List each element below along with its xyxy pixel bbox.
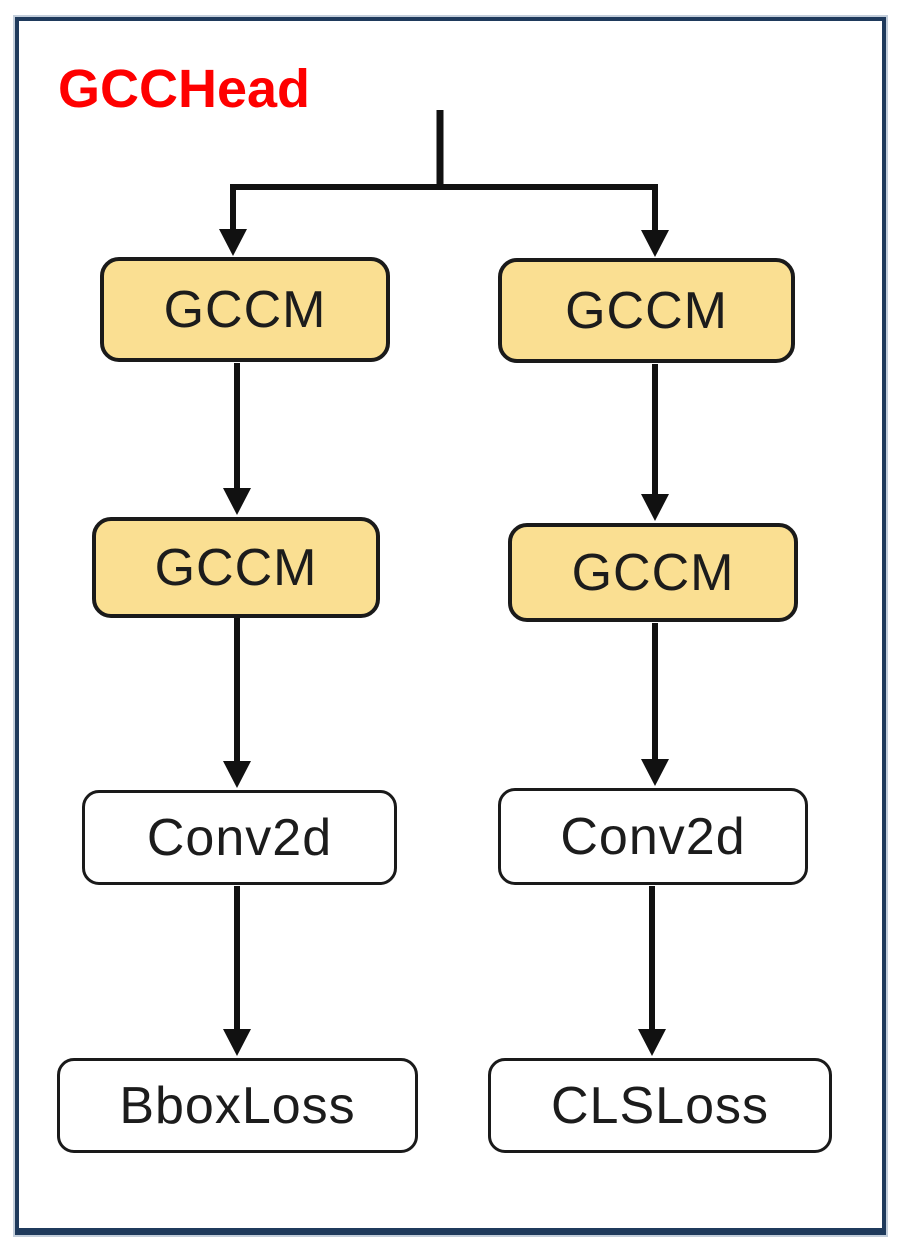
- arrowhead-split-right: [641, 230, 669, 257]
- node-label: Conv2d: [560, 807, 746, 866]
- node-label: BboxLoss: [119, 1076, 356, 1135]
- split-connector-line: [230, 184, 658, 231]
- arrowhead-split-left: [219, 229, 247, 256]
- node-bboxloss: BboxLoss: [57, 1058, 418, 1153]
- node-gccm-left-2: GCCM: [92, 517, 380, 618]
- arrowhead-right-gccm2: [641, 494, 669, 521]
- node-gccm-left-1: GCCM: [100, 257, 390, 362]
- node-label: GCCM: [163, 280, 327, 339]
- node-clsloss: CLSLoss: [488, 1058, 832, 1153]
- arrowhead-right-conv2d: [641, 759, 669, 786]
- diagram-title: GCCHead: [58, 59, 311, 119]
- node-gccm-right-1: GCCM: [498, 258, 795, 363]
- arrowhead-right-clsloss: [638, 1029, 666, 1056]
- arrowhead-left-bboxloss: [223, 1029, 251, 1056]
- node-label: GCCM: [565, 281, 728, 340]
- node-label: CLSLoss: [551, 1076, 769, 1135]
- arrowhead-left-conv2d: [223, 761, 251, 788]
- diagram-frame: [13, 15, 888, 1237]
- node-label: GCCM: [571, 543, 735, 602]
- node-conv2d-right: Conv2d: [498, 788, 808, 885]
- node-conv2d-left: Conv2d: [82, 790, 397, 885]
- node-gccm-right-2: GCCM: [508, 523, 798, 622]
- node-label: GCCM: [154, 538, 318, 597]
- node-label: Conv2d: [146, 808, 333, 867]
- arrowhead-left-gccm2: [223, 488, 251, 515]
